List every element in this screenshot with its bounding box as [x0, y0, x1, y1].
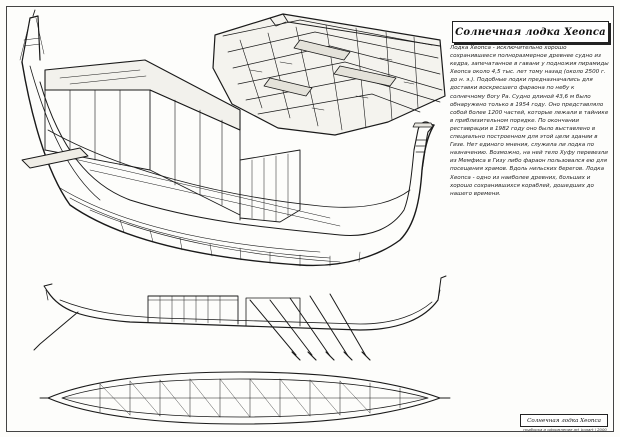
hull-planking-detail [212, 13, 446, 136]
sheet-frame [6, 6, 614, 432]
boat-plan-view [39, 371, 451, 425]
credit-line: подборка и оформление art_bogart | 2000 [523, 427, 607, 432]
title-stamp: Солнечная лодка Хеопса [520, 414, 608, 427]
boat-perspective-view [19, 9, 435, 267]
boat-side-view [33, 275, 447, 361]
sheet-title-text: Солнечная лодка Хеопса [455, 26, 606, 38]
description-text: Лодка Хеопса - исключительно хорошо сохр… [450, 45, 609, 197]
title-stamp-text: Солнечная лодка Хеопса [527, 417, 601, 424]
sheet-title: Солнечная лодка Хеопса [452, 21, 609, 43]
